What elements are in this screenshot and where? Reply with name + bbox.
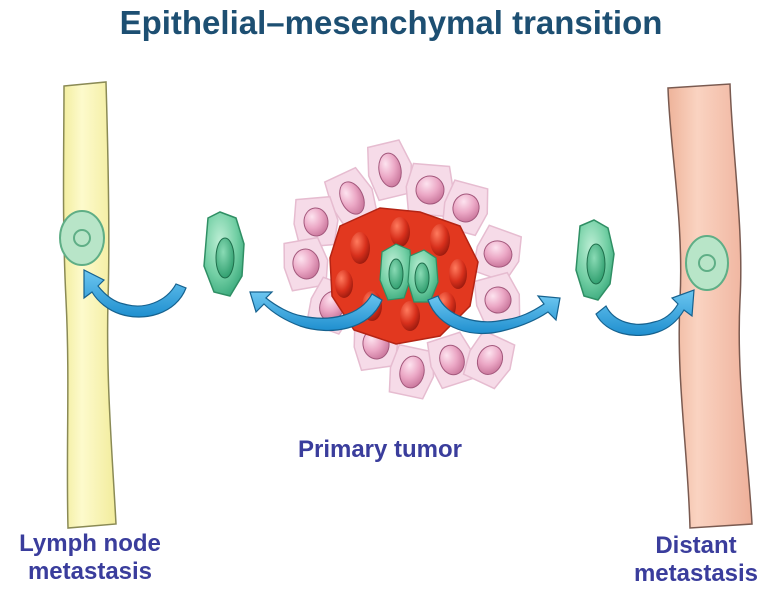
emerging-mesenchymal-cells	[379, 243, 439, 303]
diagram-title: Epithelial–mesenchymal transition	[119, 4, 663, 41]
blood-vessel	[667, 83, 753, 529]
primary-tumor-label: Primary tumor	[297, 436, 463, 463]
distant-metastatic-cell	[685, 235, 729, 291]
lymph-label-line-2: metastasis	[27, 557, 153, 585]
distant-label-line-2: metastasis	[633, 559, 759, 587]
migrating-cell-left	[203, 211, 245, 297]
primary-tumor	[283, 139, 523, 400]
lymph-node-metastasis-label: Lymph node metastasis	[0, 530, 180, 585]
arrow-tumor-to-right	[427, 295, 561, 334]
lymph-label-line-1: Lymph node	[19, 530, 161, 557]
migrating-cell-right	[575, 219, 615, 301]
lymph-metastatic-cell	[59, 210, 105, 266]
arrow-to-distant-site	[595, 289, 695, 336]
epithelial-cells	[283, 139, 523, 400]
arrow-tumor-to-left	[249, 291, 383, 332]
distant-metastasis-label: Distant metastasis	[610, 532, 782, 587]
distant-label-line-1: Distant	[655, 532, 737, 559]
arrow-to-lymph-node	[83, 269, 187, 318]
